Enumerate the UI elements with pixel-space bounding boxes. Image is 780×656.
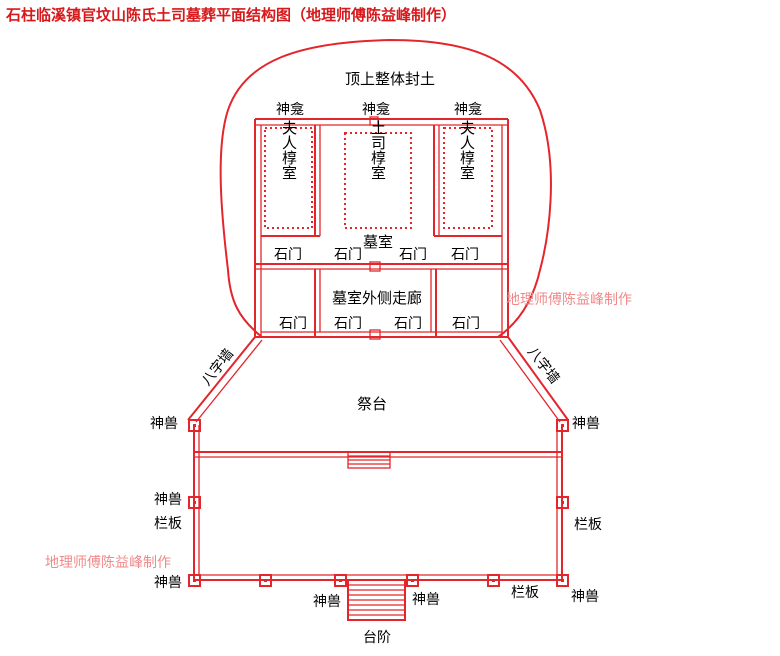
wing-walls: [187, 336, 569, 423]
mound-outline: [219, 38, 552, 338]
rail-right-label: 栏板: [574, 517, 602, 533]
niche-right-label: 神龛: [454, 102, 482, 118]
corridor-label: 墓室外侧走廊: [332, 289, 422, 307]
door-label-5: 石门: [279, 316, 307, 332]
tomb-room-label: 墓室: [363, 233, 393, 251]
watermark-left: 地理师傅陈益峰制作: [45, 554, 171, 571]
beast-posts: [188, 419, 569, 587]
door-label-7: 石门: [394, 316, 422, 332]
chamber-mid-label: 土司椁室: [369, 120, 387, 180]
door-label-1: 石门: [274, 247, 302, 263]
diagram-title: 石柱临溪镇官坟山陈氏土司墓葬平面结构图（地理师傅陈益峰制作）: [5, 6, 456, 24]
rail-bottom-label: 栏板: [511, 585, 539, 601]
beast-label-1: 神兽: [150, 416, 178, 432]
door-label-3: 石门: [399, 247, 427, 263]
chamber-left-label: 夫人椁室: [280, 120, 298, 180]
beast-label-7: 神兽: [412, 592, 440, 608]
beast-label-2: 神兽: [572, 416, 600, 432]
chamber-right-label: 夫人椁室: [458, 120, 476, 180]
door-label-4: 石门: [451, 247, 479, 263]
rail-left-label: 栏板: [154, 516, 182, 532]
beast-label-6: 神兽: [313, 594, 341, 610]
door-label-6: 石门: [334, 316, 362, 332]
steps-label: 台阶: [363, 630, 391, 646]
beast-label-4: 神兽: [154, 575, 182, 591]
door-label-2: 石门: [334, 247, 362, 263]
altar-platform: [193, 425, 563, 581]
watermark-right: 地理师傅陈益峰制作: [506, 291, 632, 308]
door-label-8: 石门: [452, 316, 480, 332]
coffin-right: [443, 127, 493, 229]
altar-label: 祭台: [357, 395, 387, 413]
altar-steps: [347, 451, 391, 469]
tomb-frame: [254, 116, 509, 340]
niche-left-label: 神龛: [276, 102, 304, 118]
front-stairs: [347, 579, 406, 621]
coffin-left: [264, 127, 313, 229]
beast-label-3: 神兽: [154, 492, 182, 508]
mound-label: 顶上整体封土: [345, 70, 435, 88]
beast-label-5: 神兽: [571, 589, 599, 605]
niche-mid-label: 神龛: [362, 102, 390, 118]
